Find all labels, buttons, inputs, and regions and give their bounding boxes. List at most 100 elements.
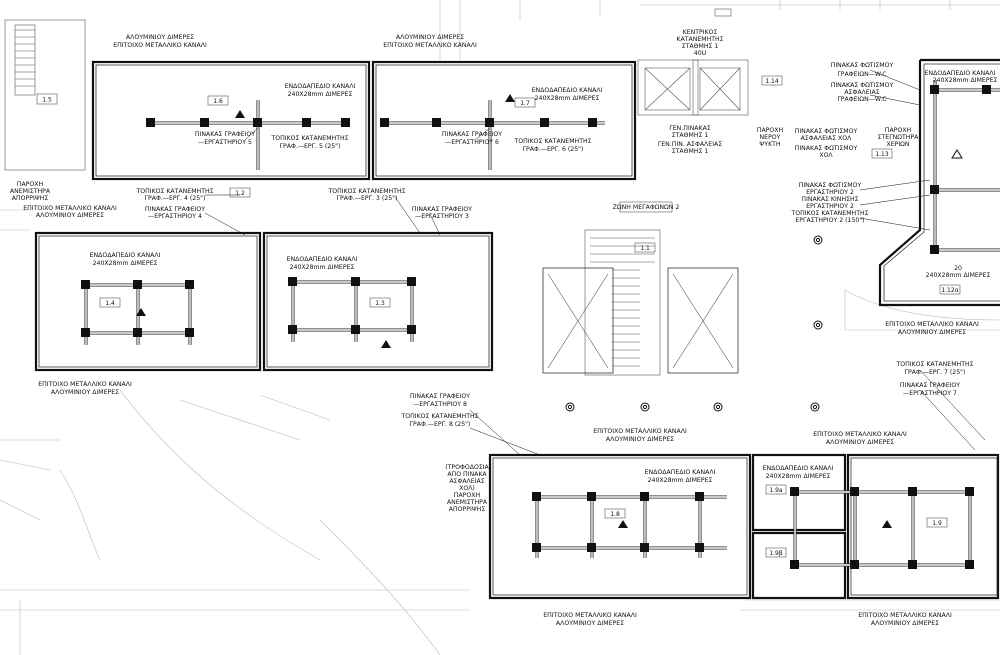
label-alum-bot-2: ΑΛΟΥΜΙΝΙΟΥ ΔΙΜΕΡΕΣ — [606, 436, 674, 443]
floor-boxes-top — [146, 118, 597, 127]
label-local-dist-7b: ΓΡΑΦ.—ΕΡΓ. 7 (25") — [905, 369, 966, 376]
label-alum-bot-3: ΕΠΙΤΟΙΧΟ ΜΕΤΑΛΛΙΚΟ ΚΑΝΑΛΙ — [813, 431, 907, 438]
label-central-4: 40U — [694, 50, 706, 57]
label-lab2-2: ΕΡΓΑΣΤΗΡΙΟΥ 2 — [806, 189, 854, 196]
label-light-col-3: ΠΙΝΑΚΑΣ ΦΩΤΙΣΜΟΥ — [795, 145, 858, 152]
label-floor-channel: ΕΝΔΟΔΑΠΕΔΙΟ ΚΑΝΑΛΙ — [285, 83, 356, 90]
label-local-dist-5: ΤΟΠΙΚΟΣ ΚΑΤΑΝΕΜΗΤΗΣ — [270, 135, 348, 142]
label-lab-panel-6b: —ΕΡΓΑΣΤΗΡΙΟΥ 6 — [445, 139, 499, 146]
label-supply-3: ΑΣΦΑΛΕΙΑΣ — [449, 478, 484, 485]
room-1.4: 1.4 ΕΝΔΟΔΑΠΕΔΙΟ ΚΑΝΑΛΙ 240Χ28mm ΔΙΜΕΡΕΣ — [34, 231, 262, 372]
label-floor-channel-c: ΕΝΔΟΔΑΠΕΔΙΟ ΚΑΝΑΛΙ — [925, 70, 996, 77]
room-tag-1.2: 1.2 — [235, 190, 245, 197]
label-dryer-left-3: ΑΠΟΡΡΙΨΗΣ — [12, 195, 49, 202]
label-water-3: ΨΥΚΤΗ — [759, 141, 780, 148]
label-lab2-5: ΤΟΠΙΚΟΣ ΚΑΤΑΝΕΜΗΤΗΣ — [790, 210, 868, 217]
label-alum-channel-2: ΕΠΙΤΟΙΧΟ ΜΕΤΑΛΛΙΚΟ ΚΑΝΑΛΙ — [113, 42, 207, 49]
room-1.12a: 1.12α ΕΝΔΟΔΑΠΕΔΙΟ ΚΑΝΑΛΙ 240Χ28mm ΔΙΜΕΡΕ… — [878, 58, 1000, 307]
floor-boxes-middle — [81, 277, 416, 337]
label-lab2-3: ΠΙΝΑΚΑΣ ΚΙΝΗΣΗΣ — [801, 196, 858, 203]
elevator-shafts-top: 1.14 — [637, 59, 783, 116]
label-dryer-2: ΣΤΕΓΝΩΤΗΡΑ — [878, 134, 920, 141]
room-tag-1.6: 1.6 — [213, 98, 223, 105]
floor-boxes-bottom — [532, 85, 991, 569]
label-local-dist-7: ΤΟΠΙΚΟΣ ΚΑΤΑΝΕΜΗΤΗΣ — [895, 361, 973, 368]
label-light-wc-2: ΓΡΑΦΕΙΩΝ—W.C — [837, 71, 886, 78]
label-lab2-1: ΠΙΝΑΚΑΣ ΦΩΤΙΣΜΟΥ — [799, 182, 862, 189]
room-tag-1.9: 1.9 — [932, 520, 942, 527]
label-floor-channel-f: ΕΝΔΟΔΑΠΕΔΙΟ ΚΑΝΑΛΙ — [645, 469, 716, 476]
label-floor-channel-dim-c: 240Χ28mm ΔΙΜΕΡΕΣ — [933, 77, 998, 84]
label-gen-panel-1: ΓΕΝ.ΠΙΝΑΚΑΣ — [669, 125, 711, 132]
label-light-col-2: ΑΣΦΑΛΕΙΑΣ ΧΟΛ — [801, 135, 852, 142]
label-local-dist-8b: ΓΡΑΦ.—ΕΡΓ. 8 (25") — [410, 421, 471, 428]
label-lab-panel-7: ΠΙΝΑΚΑΣ ΓΡΑΦΕΙΟΥ — [900, 382, 960, 389]
room-tag-1.5: 1.5 — [42, 97, 52, 104]
label-gen-panel-2: ΣΤΑΘΜΗΣ 1 — [672, 132, 709, 139]
label-alum-left-2: ΑΛΟΥΜΙΝΙΟΥ ΔΙΜΕΡΕΣ — [36, 212, 104, 219]
label-twenty: 20 — [954, 265, 962, 272]
label-lab-panel-3b: —ΕΡΓΑΣΤΗΡΙΟΥ 3 — [415, 213, 469, 220]
room-tag-1.9b: 1.9β — [769, 550, 783, 557]
label-floor-channel-d: ΕΝΔΟΔΑΠΕΔΙΟ ΚΑΝΑΛΙ — [90, 252, 161, 259]
label-dryer-left-1: ΠΑΡΟΧΗ — [17, 181, 44, 188]
label-supply-4: ΧΟΛ) — [459, 485, 475, 492]
room-tag-1.8: 1.8 — [610, 511, 620, 518]
label-alum-right-1: ΕΠΙΤΟΙΧΟ ΜΕΤΑΛΛΙΚΟ ΚΑΝΑΛΙ — [885, 321, 979, 328]
label-alum-mid-2: ΑΛΟΥΜΙΝΙΟΥ ΔΙΜΕΡΕΣ — [51, 389, 119, 396]
label-light-wc-5: ΓΡΑΦΕΙΩΝ—W.C — [837, 96, 886, 103]
label-lab-panel-4b: —ΕΡΓΑΣΤΗΡΙΟΥ 4 — [148, 213, 202, 220]
label-lab-panel-5b: —ΕΡΓΑΣΤΗΡΙΟΥ 5 — [198, 139, 252, 146]
room-1.7: 1.7 — [371, 60, 637, 181]
label-alum-channel-1b: ΑΛΟΥΜΙΝΙΟΥ ΔΙΜΕΡΕΣ — [396, 34, 464, 41]
label-lab-panel-4: ΠΙΝΑΚΑΣ ΓΡΑΦΕΙΟΥ — [145, 206, 205, 213]
label-light-wc-1: ΠΙΝΑΚΑΣ ΦΩΤΙΣΜΟΥ — [831, 62, 894, 69]
label-light-wc-3: ΠΙΝΑΚΑΣ ΦΩΤΙΣΜΟΥ — [831, 82, 894, 89]
label-alum-bot-7: ΕΠΙΤΟΙΧΟ ΜΕΤΑΛΛΙΚΟ ΚΑΝΑΛΙ — [858, 612, 952, 619]
central-core: ΖΩΝΗ ΜΕΓΑΦΩΝΩΝ 2 1.1 — [542, 201, 739, 376]
label-floor-channel-dim-b: 240Χ28mm ΔΙΜΕΡΕΣ — [535, 95, 600, 102]
label-local-dist-6b: ΓΡΑΦ.—ΕΡΓ. 6 (25") — [523, 146, 584, 153]
label-local-dist-8: ΤΟΠΙΚΟΣ ΚΑΤΑΝΕΜΗΤΗΣ — [400, 413, 478, 420]
room-tag-1.9a: 1.9a — [769, 487, 783, 494]
label-alum-channel-2b: ΕΠΙΤΟΙΧΟ ΜΕΤΑΛΛΙΚΟ ΚΑΝΑΛΙ — [383, 42, 477, 49]
label-local-dist-6: ΤΟΠΙΚΟΣ ΚΑΤΑΝΕΜΗΤΗΣ — [513, 138, 591, 145]
label-supply-1: (ΤΡΟΦΟΔΟΣΙΑ — [445, 464, 489, 471]
label-lab-panel-3: ΠΙΝΑΚΑΣ ΓΡΑΦΕΙΟΥ — [412, 206, 472, 213]
stairs-block: 1.5 — [4, 19, 86, 171]
room-tag-1.14: 1.14 — [765, 78, 779, 85]
room-tag-1.3: 1.3 — [375, 300, 385, 307]
label-light-col-1: ΠΙΝΑΚΑΣ ΦΩΤΙΣΜΟΥ — [795, 128, 858, 135]
label-dryer-1: ΠΑΡΟΧΗ — [885, 127, 912, 134]
label-dryer-3: ΧΕΡΙΩΝ — [886, 141, 909, 148]
label-light-wc-4: ΑΣΦΑΛΕΙΑΣ — [844, 89, 879, 96]
label-local-dist-3b: ΓΡΑΦ.—ΕΡΓ. 3 (25") — [337, 195, 398, 202]
label-supply-7: ΑΠΟΡΡΙΨΗΣ — [449, 506, 486, 513]
label-floor-channel-dim-e: 240Χ28mm ΔΙΜΕΡΕΣ — [290, 264, 355, 271]
label-local-dist-3: ΤΟΠΙΚΟΣ ΚΑΤΑΝΕΜΗΤΗΣ — [327, 188, 405, 195]
label-floor-channel-dim: 240Χ28mm ΔΙΜΕΡΕΣ — [288, 91, 353, 98]
label-floor-channel-e: ΕΝΔΟΔΑΠΕΔΙΟ ΚΑΝΑΛΙ — [287, 256, 358, 263]
central-distributor: ΚΕΝΤΡΙΚΟΣ ΚΑΤΑΝΕΜΗΤΗΣ ΣΤΑΘΜΗΣ 1 40U — [676, 8, 732, 57]
label-supply-6: ΑΝΕΜΙΣΤΗΡΑ — [447, 499, 488, 506]
label-lab2-6: ΕΡΓΑΣΤΗΡΙΟΥ 2 (150") — [795, 217, 864, 224]
label-local-dist-4b: ΓΡΑΦ.—ΕΡΓ. 4 (25") — [145, 195, 206, 202]
label-alum-mid-1: ΕΠΙΤΟΙΧΟ ΜΕΤΑΛΛΙΚΟ ΚΑΝΑΛΙ — [38, 381, 132, 388]
room-1.9: 1.9 — [793, 453, 1000, 600]
room-tag-1.12a: 1.12α — [941, 287, 958, 294]
label-lab-panel-8: ΠΙΝΑΚΑΣ ΓΡΑΦΕΙΟΥ — [410, 393, 470, 400]
columns — [565, 235, 823, 412]
room-tag-1.1: 1.1 — [640, 245, 650, 252]
label-gen-panel-3: ΓΕΝ.ΠΙΝ. ΑΣΦΑΛΕΙΑΣ — [658, 141, 722, 148]
label-240-dim: 240Χ28mm ΔΙΜΕΡΕΣ — [926, 272, 991, 279]
label-water-2: ΝΕΡΟΥ — [760, 134, 781, 141]
label-central-2: ΚΑΤΑΝΕΜΗΤΗΣ — [676, 36, 723, 43]
label-alum-bot-8: ΑΛΟΥΜΙΝΙΟΥ ΔΙΜΕΡΕΣ — [871, 620, 939, 627]
label-local-dist-4: ΤΟΠΙΚΟΣ ΚΑΤΑΝΕΜΗΤΗΣ — [135, 188, 213, 195]
label-lab-panel-5: ΠΙΝΑΚΑΣ ΓΡΑΦΕΙΟΥ — [195, 131, 255, 138]
label-alum-channel-1: ΑΛΟΥΜΙΝΙΟΥ ΔΙΜΕΡΕΣ — [126, 34, 194, 41]
room-1.3: 1.3 ΕΝΔΟΔΑΠΕΔΙΟ ΚΑΝΑΛΙ 240Χ28mm ΔΙΜΕΡΕΣ — [262, 231, 494, 372]
label-lab-panel-8b: —ΕΡΓΑΣΤΗΡΙΟΥ 8 — [413, 401, 467, 408]
